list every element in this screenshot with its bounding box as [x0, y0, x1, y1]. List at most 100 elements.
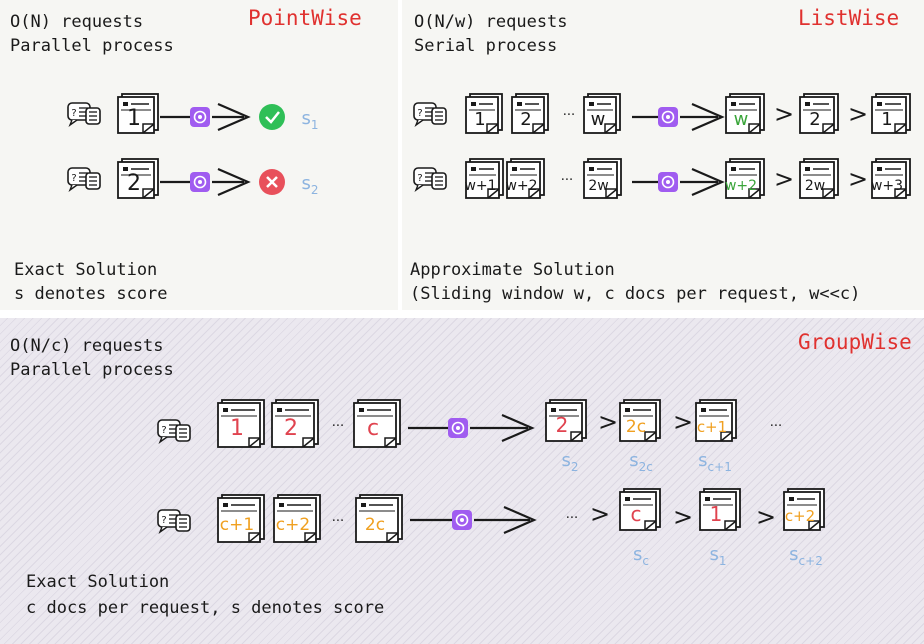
groupwise-title: GroupWise [798, 330, 912, 354]
arrow-icon [680, 102, 725, 132]
greater-than: > [848, 165, 868, 193]
document-icon: w+2 [725, 158, 765, 199]
listwise-process: Serial process [414, 36, 558, 56]
document-label: 2c [626, 417, 646, 437]
document-icon: c [619, 488, 661, 531]
document-label: 1 [881, 109, 892, 130]
ellipsis: ··· [770, 419, 782, 434]
arrow-icon [212, 167, 251, 197]
document-label: 2 [809, 109, 820, 130]
document-label: w [591, 109, 606, 130]
document-label: 1 [710, 502, 723, 526]
document-label: 1 [230, 416, 244, 441]
pointwise-complexity: O(N) requests [10, 12, 144, 32]
pointwise-panel [0, 0, 398, 310]
document-label: 2w [588, 178, 608, 194]
document-icon: 2c [619, 399, 661, 442]
score-label: s2 [561, 450, 578, 474]
llm-logo-icon [448, 418, 468, 438]
document-icon: 1 [117, 93, 159, 134]
document-label: c+2 [276, 515, 310, 535]
document-icon: c+1 [217, 494, 265, 543]
question-mark: ? [417, 108, 422, 119]
score-label: s2 [301, 173, 318, 197]
score-label: sc+1 [698, 450, 732, 474]
document-icon: 2 [271, 399, 319, 448]
question-mark: ? [161, 425, 166, 436]
document-icon: c+2 [273, 494, 321, 543]
score-label: s1 [709, 544, 726, 568]
document-icon: 1 [699, 488, 741, 531]
document-label: 2c [365, 515, 385, 535]
ellipsis: ··· [332, 419, 344, 434]
document-icon: 2 [799, 93, 839, 134]
score-label: sc [633, 544, 649, 568]
document-icon: w+1 [464, 158, 504, 199]
document-icon: c+2 [783, 488, 825, 531]
score-label: sc+2 [789, 544, 823, 568]
arrow-icon [680, 167, 725, 197]
chat-bubbles-icon: ? [67, 167, 101, 192]
greater-than: > [774, 165, 794, 193]
document-label: w+2 [505, 178, 537, 194]
greater-than: > [756, 503, 776, 531]
document-icon: w [725, 93, 765, 134]
question-mark: ? [71, 108, 76, 119]
llm-logo-icon [190, 107, 210, 127]
arrow-icon [470, 413, 535, 443]
document-label: 2 [127, 171, 141, 196]
llm-logo-icon [658, 107, 678, 127]
groupwise-complexity: O(N/c) requests [10, 336, 164, 356]
document-label: 2 [556, 413, 569, 437]
document-label: c+1 [697, 418, 727, 436]
document-icon: 1 [871, 93, 911, 134]
groupwise-process: Parallel process [10, 360, 174, 380]
document-icon: c+1 [695, 399, 737, 442]
document-label: w+1 [464, 178, 496, 194]
document-icon: 2 [545, 399, 587, 442]
groupwise-panel [0, 318, 924, 644]
listwise-panel [402, 0, 924, 310]
document-icon: 2c [355, 494, 403, 543]
pointwise-title: PointWise [248, 6, 362, 30]
listwise-title: ListWise [798, 6, 900, 30]
chat-bubbles-icon: ? [157, 419, 191, 444]
question-mark: ? [161, 515, 166, 526]
greater-than: > [673, 503, 693, 531]
check-icon [259, 104, 285, 130]
document-label: c+2 [785, 507, 815, 525]
score-label: s2c [629, 450, 653, 474]
document-icon: w [583, 93, 621, 134]
document-label: c [367, 416, 379, 441]
chat-bubbles-icon: ? [413, 102, 447, 127]
llm-logo-icon [452, 510, 472, 530]
document-icon: c [353, 399, 401, 448]
ellipsis: ··· [566, 511, 578, 526]
listwise-complexity: O(N/w) requests [414, 12, 568, 32]
llm-logo-icon [190, 172, 210, 192]
document-icon: w+3 [871, 158, 911, 199]
document-icon: 2 [117, 158, 159, 199]
ellipsis: ··· [563, 108, 575, 123]
pointwise-note: s denotes score [14, 284, 168, 304]
document-label: 1 [127, 106, 141, 131]
document-label: 1 [474, 109, 485, 130]
document-label: w+2 [725, 178, 757, 194]
ellipsis: ··· [332, 514, 344, 529]
cross-icon [259, 169, 285, 195]
document-icon: 1 [465, 93, 503, 134]
groupwise-note: c docs per request, s denotes score [26, 598, 385, 618]
greater-than: > [673, 408, 693, 436]
document-label: 2w [805, 178, 825, 194]
question-mark: ? [71, 173, 76, 184]
document-icon: 2w [799, 158, 839, 199]
llm-logo-icon [658, 172, 678, 192]
document-icon: w+2 [505, 158, 545, 199]
groupwise-solution: Exact Solution [26, 572, 170, 592]
listwise-note: (Sliding window w, c docs per request, w… [410, 284, 861, 304]
document-icon: 1 [217, 399, 265, 448]
document-icon: 2w [583, 158, 622, 199]
pointwise-process: Parallel process [10, 36, 174, 56]
ellipsis: ··· [561, 173, 573, 188]
